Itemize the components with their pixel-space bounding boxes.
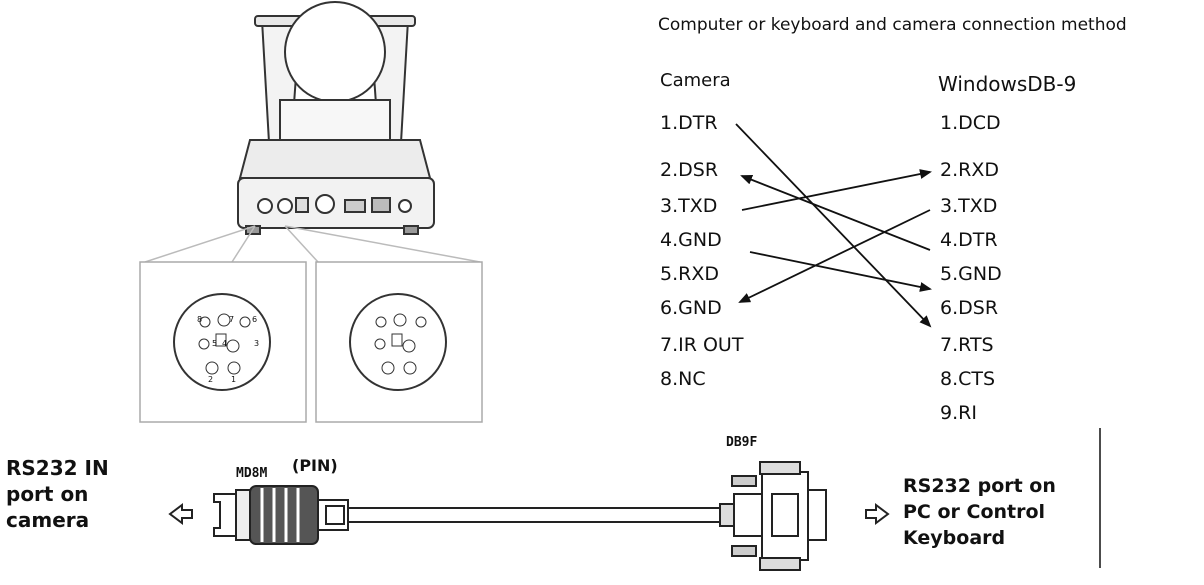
- camera-port-caption-line-3: camera: [6, 508, 90, 532]
- cable-body: [347, 507, 721, 523]
- camera-pin-1: 1.DTR: [660, 112, 718, 134]
- db9-pin-8: 8.CTS: [940, 368, 996, 390]
- pc-port-caption: RS232 port on PC or Control Keyboard: [903, 473, 1056, 551]
- db9-pin-7: 7.RTS: [940, 334, 994, 356]
- camera-port-caption-line-1: RS232 IN: [6, 456, 109, 480]
- camera-pin-7: 7.IR OUT: [660, 334, 744, 356]
- pc-port-caption-line-2: PC or Control: [903, 501, 1046, 523]
- camera-column-title: Camera: [660, 70, 731, 91]
- pin-label-3: 3: [254, 339, 260, 348]
- wire-txd-to-gnd-camera: [738, 209, 931, 303]
- pin-label-6: 6: [252, 315, 258, 324]
- db9-pin-6: 6.DSR: [940, 297, 999, 319]
- md8m-label: MD8M: [236, 466, 268, 481]
- camera-pin-5: 5.RXD: [660, 263, 719, 285]
- pin-label-7: 7: [229, 315, 235, 324]
- camera-pin-3: 3.TXD: [660, 195, 718, 217]
- wire-dtr-to-dsr: [735, 123, 932, 328]
- right-arrow-icon: [865, 503, 890, 525]
- wire-gnd-to-gnd: [749, 251, 932, 292]
- db9f-connector: [719, 461, 827, 571]
- pin-label-8: 8: [197, 315, 203, 324]
- wire-dtr-to-dsr-camera: [740, 175, 931, 251]
- pin-label-1: 1: [231, 375, 237, 384]
- diagram-heading: Computer or keyboard and camera connecti…: [658, 15, 1127, 35]
- camera-pin-2: 2.DSR: [660, 159, 719, 181]
- db9f-label: DB9F: [726, 435, 758, 450]
- db9-pin-4: 4.DTR: [940, 229, 998, 251]
- pc-port-caption-line-1: RS232 port on: [903, 475, 1056, 497]
- md8m-pin-label: (PIN): [292, 456, 338, 475]
- pin-label-5: 5: [212, 339, 218, 348]
- db9-pin-9: 9.RI: [940, 402, 977, 424]
- left-arrow-icon: [168, 503, 193, 525]
- ptz-camera-drawing: [237, 1, 435, 235]
- wire-txd-to-rxd: [741, 169, 932, 211]
- pc-port-caption-line-3: Keyboard: [903, 527, 1006, 549]
- camera-pin-4: 4.GND: [660, 229, 722, 251]
- pin-label-2: 2: [208, 375, 214, 384]
- camera-pin-6: 6.GND: [660, 297, 722, 319]
- pin-label-4: 4: [222, 339, 228, 348]
- db9-pin-3: 3.TXD: [940, 195, 998, 217]
- connector-detail-left: [139, 261, 307, 423]
- db9-pin-1: 1.DCD: [940, 112, 1001, 134]
- db9-pin-2: 2.RXD: [940, 159, 999, 181]
- camera-port-caption-line-2: port on: [6, 482, 89, 506]
- db9-pin-5: 5.GND: [940, 263, 1002, 285]
- camera-pin-8: 8.NC: [660, 368, 706, 390]
- md8m-connector: [213, 485, 349, 545]
- callout-lines: [144, 225, 481, 263]
- camera-port-caption: RS232 IN port on camera: [6, 455, 109, 533]
- windows-column-title: WindowsDB-9: [938, 72, 1077, 96]
- connector-detail-right: [315, 261, 483, 423]
